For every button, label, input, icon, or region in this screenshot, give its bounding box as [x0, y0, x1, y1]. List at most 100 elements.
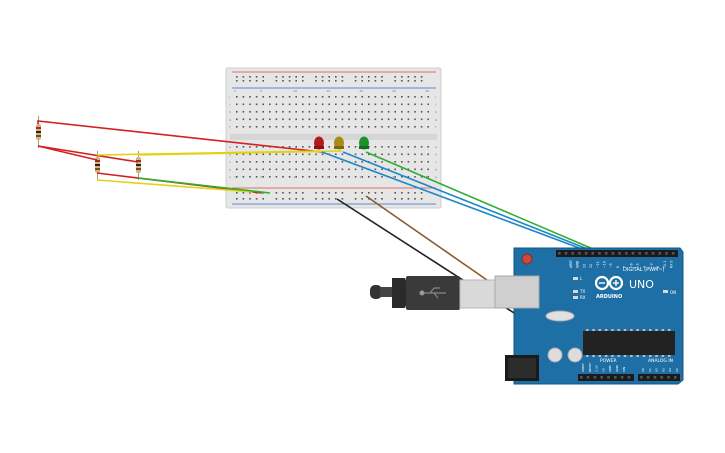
breadboard-hole [361, 198, 363, 200]
breadboard-hole [282, 146, 284, 148]
breadboard-hole [328, 103, 330, 106]
header-pin[interactable] [665, 252, 668, 255]
breadboard-hole [288, 118, 291, 121]
row-letter-label: i [229, 103, 230, 107]
header-pin[interactable] [674, 376, 677, 379]
header-pin[interactable] [591, 252, 595, 255]
digital-pin-label: ~3 [649, 263, 653, 268]
header-pin[interactable] [646, 376, 650, 379]
header-pin[interactable] [571, 252, 574, 255]
chip-pin [667, 355, 671, 357]
breadboard-hole [335, 118, 337, 121]
breadboard-hole [427, 96, 429, 98]
header-pin[interactable] [564, 252, 568, 255]
chip-pin [598, 329, 602, 331]
breadboard-hole [288, 161, 291, 163]
breadboard-hole [335, 198, 337, 200]
breadboard-hole [308, 111, 311, 113]
header-pin[interactable] [640, 376, 643, 379]
header-pin[interactable] [584, 252, 588, 255]
wire-yellow-3 [137, 150, 343, 156]
usb-cable-tip [370, 285, 382, 299]
header-pin[interactable] [658, 252, 662, 255]
breadboard-hole [381, 111, 383, 113]
breadboard-hole [321, 176, 324, 178]
breadboard-hole [275, 161, 278, 163]
reset-button[interactable] [521, 253, 533, 265]
chip-pin [655, 355, 658, 357]
header-pin[interactable] [667, 376, 670, 379]
row-number-label: 1 [234, 89, 236, 93]
breadboard-hole [401, 176, 403, 178]
header-pin[interactable] [611, 252, 615, 255]
breadboard-hole [249, 176, 251, 178]
chip-pin [592, 355, 595, 357]
breadboard-hole [401, 126, 403, 128]
breadboard-hole [414, 80, 416, 82]
breadboard-hole [295, 111, 297, 113]
breadboard-hole [269, 103, 271, 106]
breadboard-hole [335, 76, 337, 78]
header-pin[interactable] [625, 252, 628, 255]
breadboard-hole [394, 192, 396, 194]
breadboard-hole [348, 146, 350, 148]
header-pin[interactable] [607, 376, 610, 379]
header-pin[interactable] [593, 376, 597, 379]
header-pin[interactable] [631, 252, 635, 255]
digital-pwm-label: DIGITAL (PWM~) [623, 267, 665, 273]
breadboard-hole [381, 192, 383, 194]
breadboard-hole [394, 198, 396, 200]
breadboard-hole [387, 146, 390, 148]
breadboard-hole [321, 96, 324, 98]
row-letter-label: h [229, 110, 231, 114]
breadboard-hole [407, 153, 410, 156]
header-pin[interactable] [638, 252, 641, 255]
breadboard-hole [401, 161, 403, 163]
header-pin[interactable] [651, 252, 655, 255]
breadboard-hole [361, 176, 363, 178]
breadboard-hole [295, 80, 297, 82]
breadboard-hole [374, 153, 377, 156]
header-pin[interactable] [653, 376, 657, 379]
breadboard-hole [420, 153, 423, 156]
on-label: ON [670, 290, 676, 295]
breadboard-hole [361, 111, 363, 113]
header-pin[interactable] [578, 252, 581, 255]
row-letter-label: a [435, 175, 437, 179]
digital-pin-label: 8 [616, 266, 620, 268]
header-pin[interactable] [604, 252, 608, 255]
header-pin[interactable] [614, 376, 617, 379]
breadboard-hole [361, 80, 363, 82]
row-letter-label: j [228, 95, 230, 99]
header-pin[interactable] [618, 252, 621, 255]
header-pin[interactable] [627, 376, 631, 379]
header-pin[interactable] [600, 376, 603, 379]
chip-pin [604, 329, 608, 331]
breadboard-hole [328, 198, 330, 200]
breadboard-hole [236, 80, 238, 82]
breadboard-hole [387, 118, 390, 121]
breadboard-hole [321, 76, 324, 78]
header-pin[interactable] [586, 376, 590, 379]
header-pin[interactable] [671, 252, 675, 255]
breadboard-hole [302, 168, 304, 171]
header-pin[interactable] [558, 252, 561, 255]
resistor-1 [36, 116, 41, 148]
breadboard-hole [269, 176, 271, 178]
breadboard-hole [282, 176, 284, 178]
breadboard-hole [255, 126, 258, 128]
breadboard-hole [315, 153, 317, 156]
header-pin[interactable] [580, 376, 583, 379]
breadboard-hole [315, 126, 317, 128]
header-pin[interactable] [620, 376, 624, 379]
breadboard-hole [321, 118, 324, 121]
breadboard-hole [288, 126, 291, 128]
header-pin[interactable] [660, 376, 663, 379]
breadboard-hole [262, 153, 264, 156]
row-letter-label: e [435, 145, 437, 149]
breadboard-hole [275, 192, 278, 194]
header-pin[interactable] [645, 252, 648, 255]
breadboard-hole [368, 126, 370, 128]
header-pin[interactable] [598, 252, 601, 255]
